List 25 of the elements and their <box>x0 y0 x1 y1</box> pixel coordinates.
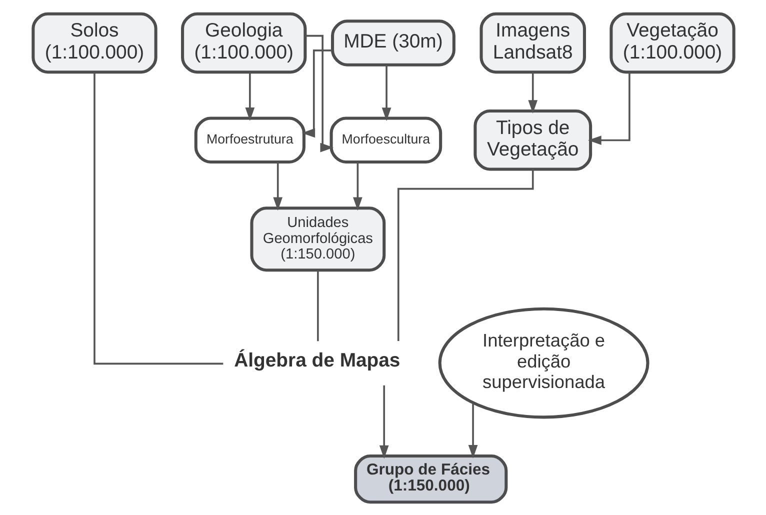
connector <box>316 270 318 341</box>
connector <box>93 72 223 364</box>
node-ellipse: Interpretação e edição supervisionada <box>438 306 649 418</box>
arrow <box>244 72 254 120</box>
arrow <box>352 162 362 210</box>
node-box: Morfoestrutura <box>194 116 305 164</box>
node-box: Tipos de Vegetação <box>473 108 592 170</box>
arrow <box>587 72 630 144</box>
node-box: Morfoescultura <box>329 116 442 164</box>
arrow <box>305 34 334 152</box>
arrow <box>381 64 391 120</box>
node-box: Geologia (1:100.000) <box>180 12 306 74</box>
arrow <box>528 72 538 113</box>
arrow <box>301 49 332 138</box>
node-text: Álgebra de Mapas <box>234 348 400 371</box>
node-box: Imagens Landsat8 <box>479 12 586 74</box>
node-box: Vegetação (1:100.000) <box>609 12 735 74</box>
node-box: MDE (30m) <box>330 19 455 66</box>
connector <box>396 169 534 340</box>
node-box: Solos (1:100.000) <box>31 12 157 74</box>
arrow <box>272 162 282 210</box>
arrow <box>468 402 478 458</box>
arrow <box>378 384 388 458</box>
node-box: Unidades Geomorfológicas (1:150.000) <box>250 206 386 272</box>
node-box: Grupo de Fácies (1:150.000) <box>354 454 508 504</box>
